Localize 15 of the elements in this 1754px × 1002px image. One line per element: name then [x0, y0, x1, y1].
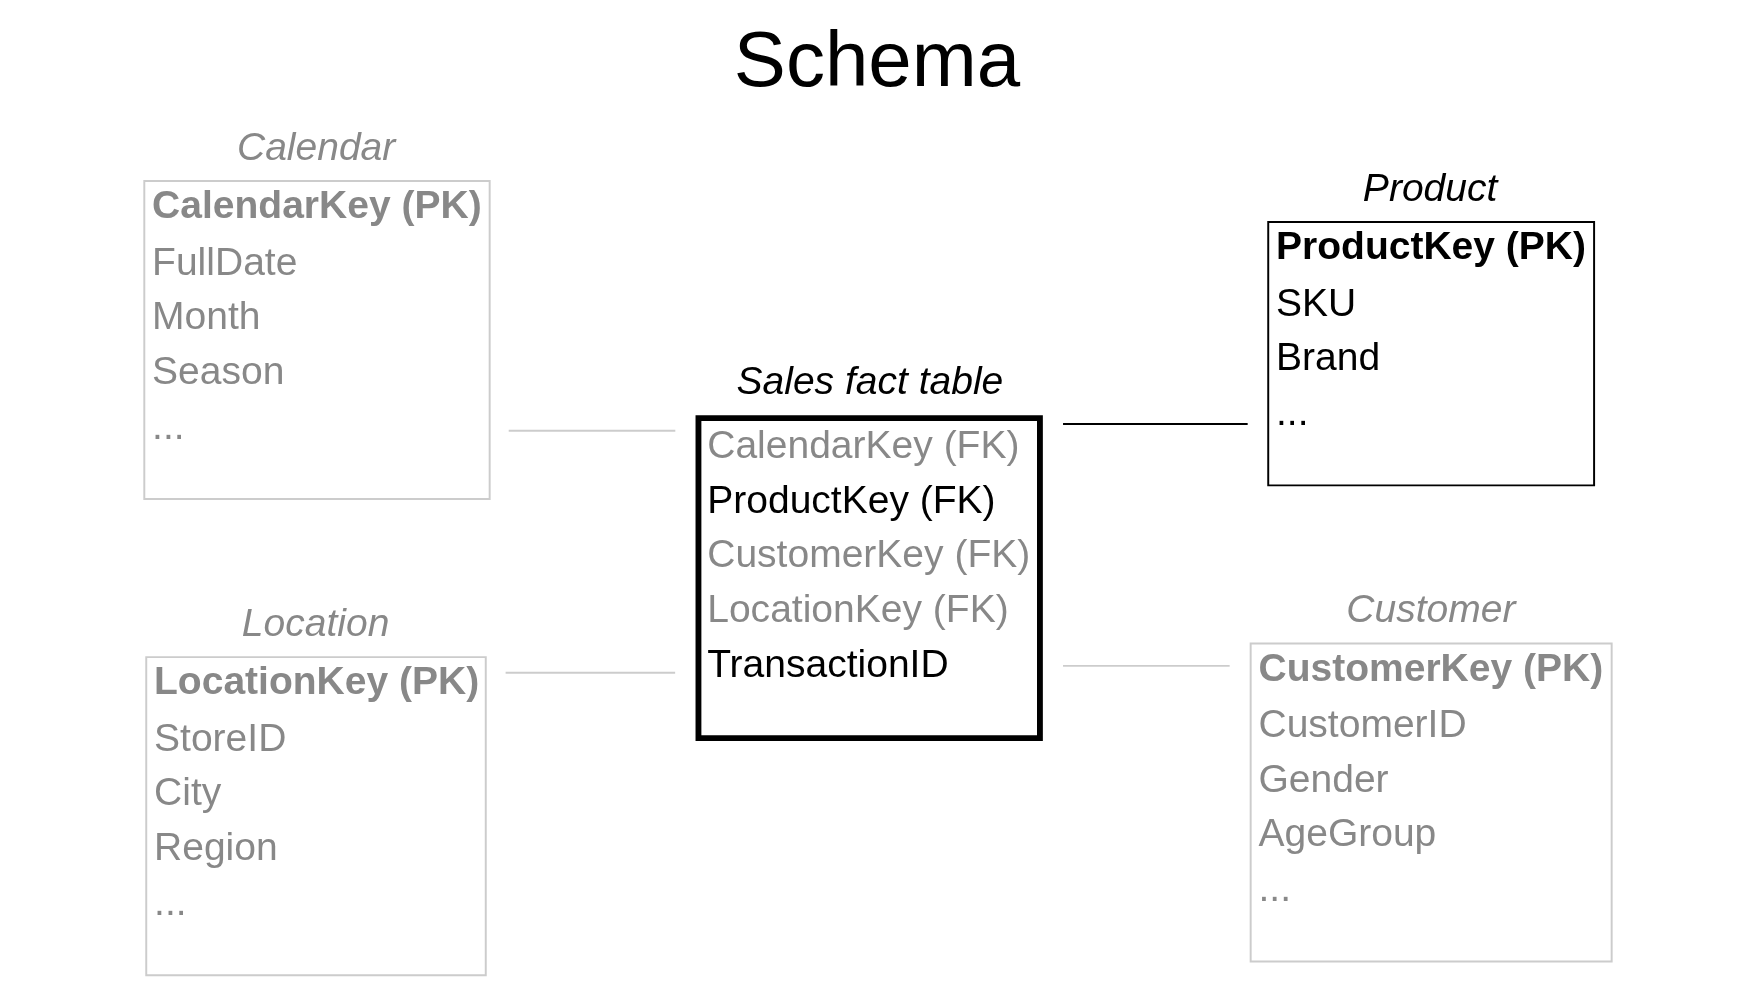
connector — [1062, 422, 1249, 425]
node-label: Product — [1362, 165, 1498, 209]
node-label: Calendar — [236, 124, 396, 168]
node-box: LocationKey (PK) StoreID City Region ... — [145, 656, 487, 977]
node-box: CalendarKey (PK) FullDate Month Season ... — [143, 180, 491, 501]
diagram-title: Schema — [733, 15, 1021, 104]
node-label: Location — [241, 600, 390, 644]
node-label: Sales fact table — [736, 358, 1004, 402]
node-box: ProductKey (PK) SKU Brand ... — [1267, 221, 1596, 487]
connector — [1062, 664, 1231, 667]
node-box: CalendarKey (FK) ProductKey (FK) CustomerKey (FK) LocationKey (FK) TransactionID — [695, 415, 1043, 741]
node-label: Customer — [1346, 586, 1516, 630]
node-box: CustomerKey (PK) CustomerID Gender AgeGroup ... — [1249, 642, 1613, 963]
connector — [504, 671, 677, 674]
connector — [507, 429, 677, 432]
